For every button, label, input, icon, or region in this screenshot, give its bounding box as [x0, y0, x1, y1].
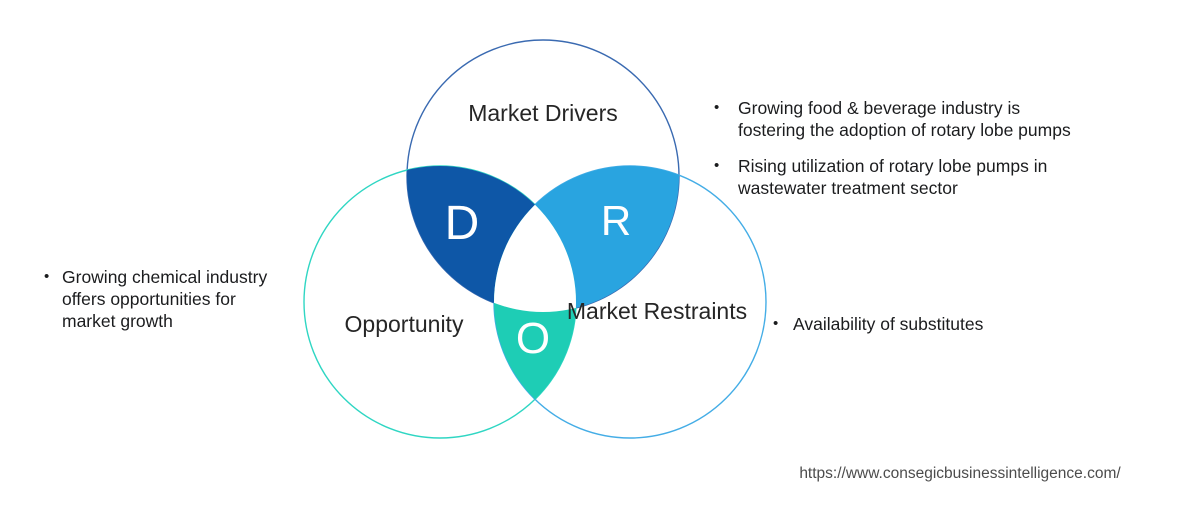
bullet-icon: •: [714, 157, 720, 174]
restraints-bullet-list: • Availability of substitutes: [773, 313, 1093, 335]
region-letter-d: D: [444, 197, 480, 250]
label-market-drivers: Market Drivers: [468, 100, 618, 126]
list-item: • Availability of substitutes: [773, 313, 1093, 335]
bullet-text: Growing chemical industry offers opportu…: [62, 267, 268, 331]
label-opportunity: Opportunity: [344, 311, 464, 337]
bullet-icon: •: [773, 315, 779, 332]
bullet-text: Growing food & beverage industry is fost…: [738, 98, 1071, 140]
list-item: • Growing food & beverage industry is fo…: [714, 97, 1094, 141]
bullet-text: Availability of substitutes: [793, 314, 984, 334]
region-letter-o: O: [515, 314, 551, 363]
list-item: • Rising utilization of rotary lobe pump…: [714, 155, 1094, 199]
region-letter-r: R: [600, 197, 632, 244]
footer-url: https://www.consegicbusinessintelligence…: [799, 465, 1121, 482]
label-market-restraints: Market Restraints: [566, 298, 748, 324]
opportunity-bullet-list: • Growing chemical industry offers oppor…: [44, 266, 289, 332]
drivers-bullet-list: • Growing food & beverage industry is fo…: [714, 97, 1094, 199]
bullet-text: Rising utilization of rotary lobe pumps …: [738, 156, 1048, 198]
bullet-icon: •: [714, 99, 720, 116]
bullet-icon: •: [44, 268, 50, 285]
list-item: • Growing chemical industry offers oppor…: [44, 266, 289, 332]
